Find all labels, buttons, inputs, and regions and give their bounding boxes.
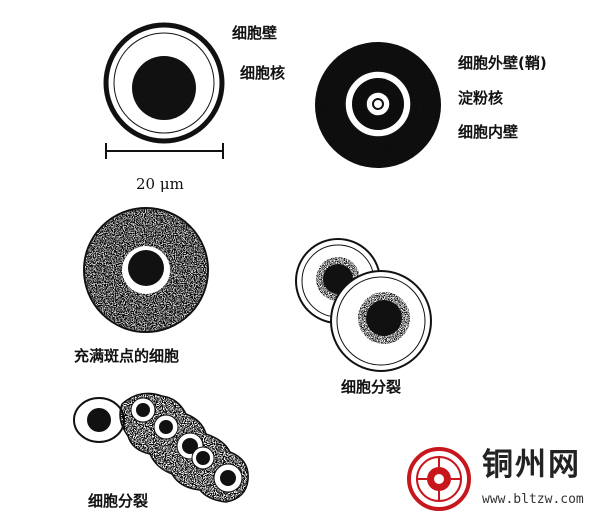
scale-bar	[105, 143, 224, 159]
cell-with-wall	[103, 22, 225, 144]
label-scale-bar: 20 μm	[136, 175, 184, 193]
label-cell-wall: 细胞壁	[232, 24, 278, 42]
watermark-logo: 铜州网 www.bltzw.com	[404, 444, 600, 514]
seal-icon	[407, 447, 471, 511]
label-spotted-cell: 充满斑点的细胞	[74, 347, 180, 365]
cell-with-sheath	[315, 42, 441, 168]
label-starch-nucleus: 淀粉核	[458, 89, 504, 107]
label-cell-division-right: 细胞分裂	[341, 378, 402, 396]
watermark-title: 铜州网	[482, 447, 581, 483]
label-cell-division-left: 细胞分裂	[88, 492, 149, 510]
label-inner-wall: 细胞内壁	[458, 123, 519, 141]
dividing-cells-left	[73, 392, 249, 503]
spotted-cell	[83, 207, 209, 333]
dividing-cells-right	[295, 238, 432, 372]
label-outer-wall: 细胞外壁(鞘)	[458, 54, 547, 72]
label-cell-nucleus: 细胞核	[240, 64, 286, 82]
watermark-url: www.bltzw.com	[482, 492, 584, 507]
